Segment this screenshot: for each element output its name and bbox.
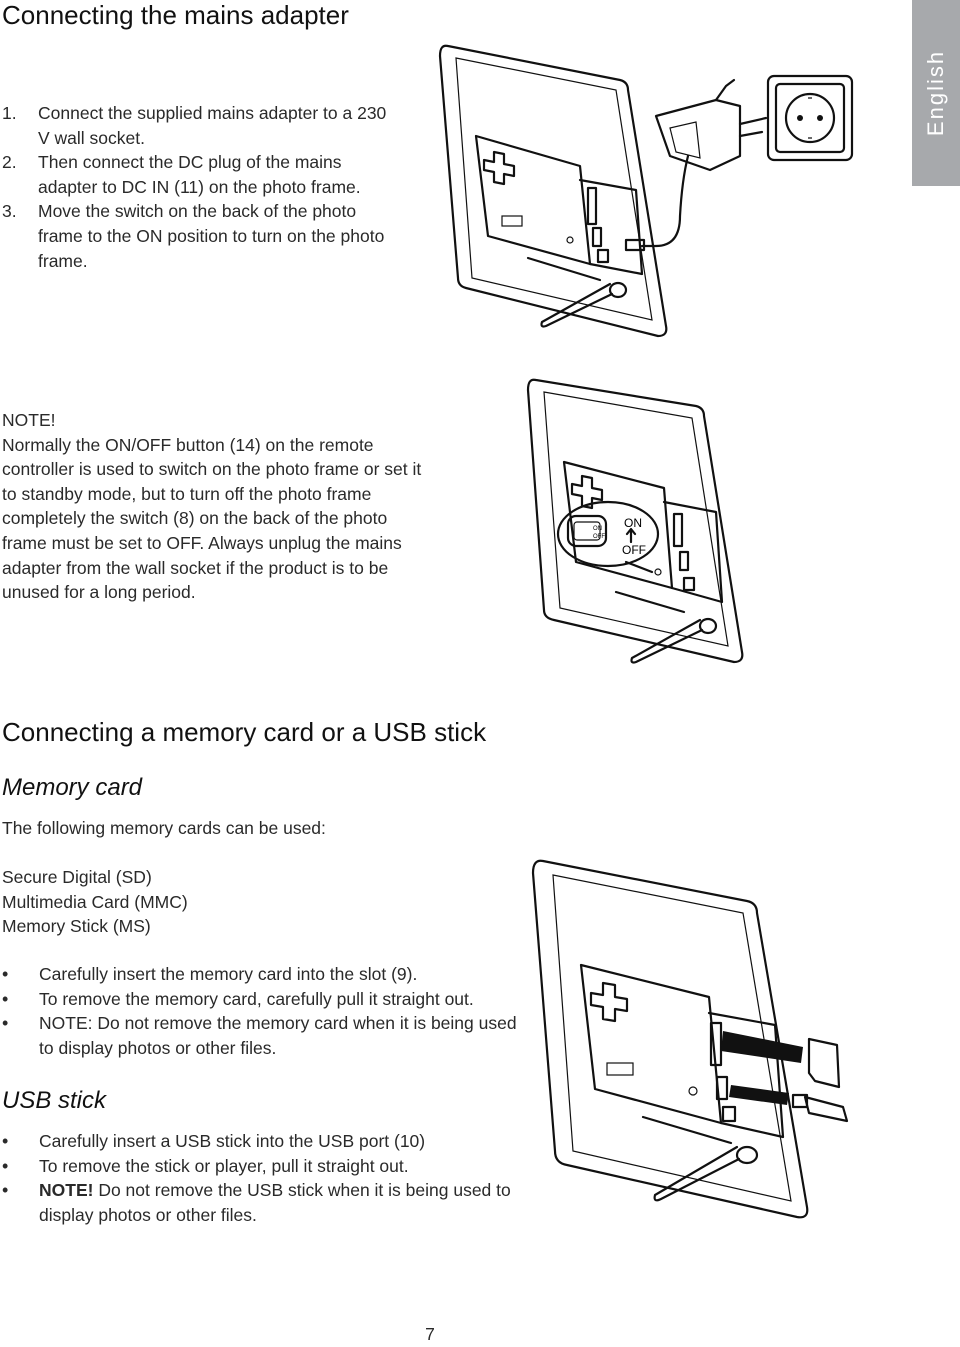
illustration-memory-usb xyxy=(531,859,849,1219)
bullet-item: Carefully insert a USB stick into the US… xyxy=(2,1129,532,1154)
note-label: NOTE! xyxy=(39,1180,94,1201)
bullet-item: Carefully insert the memory card into th… xyxy=(2,962,532,987)
subtitle-usb-stick: USB stick xyxy=(2,1087,107,1114)
usb-bullets: Carefully insert a USB stick into the US… xyxy=(2,1129,532,1227)
step-number: 1. xyxy=(2,103,17,123)
step-text: Then connect the DC plug of the mains ad… xyxy=(38,152,361,197)
note-title: NOTE! xyxy=(2,410,56,430)
switch-on-label: ON xyxy=(624,516,642,530)
step-item: 3. Move the switch on the back of the pho… xyxy=(2,199,402,273)
switch-small-off-label: OFF xyxy=(593,534,605,540)
illustration-power-switch: ON OFF ON OFF xyxy=(526,378,744,664)
step-text: Connect the supplied mains adapter to a … xyxy=(38,103,387,148)
switch-off-label: OFF xyxy=(622,543,646,557)
bullet-text: Do not remove the USB stick when it is b… xyxy=(39,1180,511,1225)
subtitle-memory-card: Memory card xyxy=(2,774,143,801)
memory-bullets: Carefully insert the memory card into th… xyxy=(2,962,532,1060)
steps-list: 1. Connect the supplied mains adapter to … xyxy=(2,101,402,273)
step-number: 3. xyxy=(2,201,17,222)
section-title-mains-adapter: Connecting the mains adapter xyxy=(2,0,349,30)
arrow-up-icon xyxy=(625,527,637,544)
step-item: 2. Then connect the DC plug of the mains … xyxy=(2,150,402,199)
step-item: 1. Connect the supplied mains adapter to … xyxy=(2,101,402,150)
note-text: Normally the ON/OFF button (14) on the r… xyxy=(2,434,422,603)
language-label: English xyxy=(923,49,948,137)
card-type: Memory Stick (MS) xyxy=(2,916,151,937)
section-title-memory-usb: Connecting a memory card or a USB stick xyxy=(2,717,487,747)
step-number: 2. xyxy=(2,152,17,173)
memory-intro: The following memory cards can be used: xyxy=(2,818,326,838)
page-number: 7 xyxy=(425,1324,435,1344)
card-type: Multimedia Card (MMC) xyxy=(2,891,188,912)
illustration-mains-adapter xyxy=(438,44,854,338)
bullet-item: NOTE! Do not remove the USB stick when i… xyxy=(2,1178,532,1227)
bullet-item: To remove the stick or player, pull it s… xyxy=(2,1154,532,1179)
bullet-item: NOTE: Do not remove the memory card when… xyxy=(2,1011,532,1060)
language-tab: English xyxy=(912,0,960,186)
note-block: NOTE! Normally the ON/OFF button (14) on… xyxy=(2,408,432,605)
switch-small-on-label: ON xyxy=(593,526,602,532)
bullet-item: To remove the memory card, carefully pul… xyxy=(2,987,532,1012)
step-text: Move the switch on the back of the photo… xyxy=(38,201,385,271)
memory-card-types: Secure Digital (SD) Multimedia Card (MMC… xyxy=(2,865,422,939)
card-type: Secure Digital (SD) xyxy=(2,867,152,887)
